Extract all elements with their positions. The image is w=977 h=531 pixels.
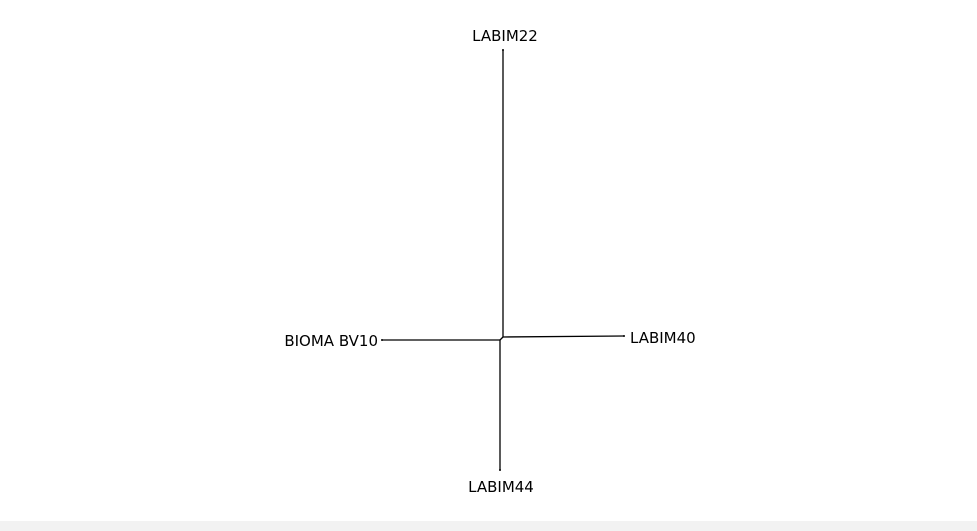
tip-labim44	[499, 469, 501, 471]
tip-bioma-bv10	[381, 339, 383, 341]
taxon-label-labim40: LABIM40	[630, 329, 696, 347]
internal-branch	[499, 336, 504, 341]
branch-labim40	[502, 335, 625, 338]
taxon-label-labim44: LABIM44	[468, 478, 534, 496]
footer-strip	[0, 521, 977, 531]
tip-labim40	[623, 335, 625, 337]
tip-labim22	[502, 49, 504, 51]
taxon-label-labim22: LABIM22	[472, 27, 538, 45]
taxon-label-bioma-bv10: BIOMA BV10	[284, 332, 378, 350]
